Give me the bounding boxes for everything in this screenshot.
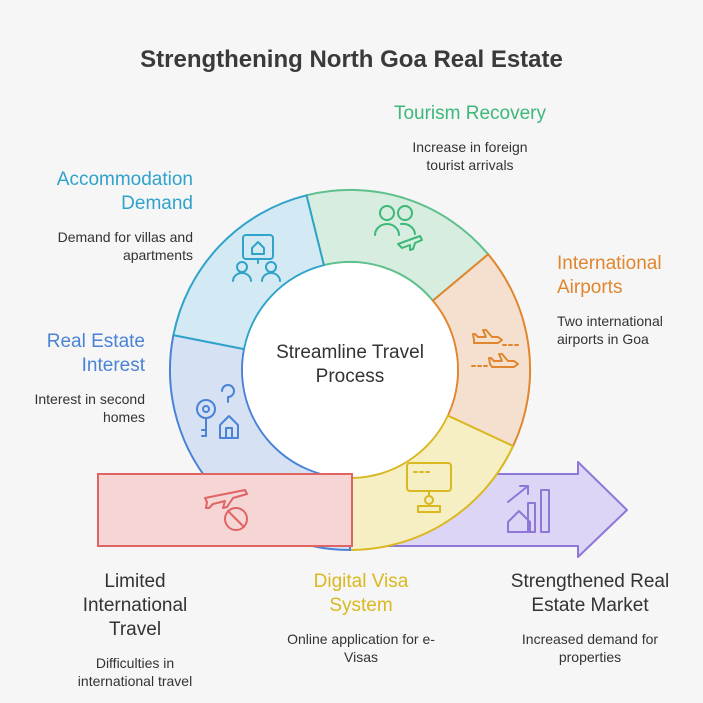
- market-label-line1: Strengthened Real: [510, 571, 670, 592]
- segment-accommodation: [172, 194, 326, 351]
- market-label: Strengthened Real Estate Market: [480, 570, 700, 618]
- visa-desc-line1: Online application for e-: [287, 631, 435, 647]
- airports-desc-line1: Two international: [557, 313, 663, 329]
- planes-icon: [471, 329, 520, 368]
- house-users-icon: [232, 234, 281, 282]
- tourism-label: Tourism Recovery: [393, 103, 547, 124]
- center-circle: [243, 263, 457, 477]
- page-title: Strengthening North Goa Real Estate: [140, 46, 563, 73]
- users-plane-icon: [374, 205, 423, 251]
- key-house-icon: [196, 384, 239, 439]
- market-desc-line1: Increased demand for: [521, 631, 659, 647]
- limited-desc-line1: Difficulties in: [95, 655, 175, 671]
- tourism-desc-line1: Increase in foreign: [412, 139, 528, 155]
- visa-desc: Online application for e- Visas: [261, 630, 461, 666]
- limited-label: Limited International Travel: [40, 570, 230, 642]
- visa-label-line1: Digital Visa: [313, 571, 409, 592]
- realestate-desc-line1: Interest in second: [34, 391, 145, 407]
- limited-travel-block: [97, 473, 353, 547]
- realestate-label-line2: Interest: [81, 355, 145, 376]
- limited-label-line2: International: [82, 595, 188, 616]
- accommodation-desc-line1: Demand for villas and: [57, 229, 193, 245]
- center-label: Streamline Travel Process: [250, 341, 450, 389]
- accommodation-label: Accommodation Demand: [0, 168, 193, 216]
- tourism-desc-line2: tourist arrivals: [426, 157, 514, 173]
- visa-label: Digital Visa System: [261, 570, 461, 618]
- market-desc: Increased demand for properties: [480, 630, 700, 666]
- visa-screen-icon: [406, 462, 452, 513]
- center-label-line1: Streamline Travel: [276, 342, 424, 363]
- accommodation-desc: Demand for villas and apartments: [0, 228, 193, 264]
- realestate-desc-line2: homes: [102, 409, 145, 425]
- airports-desc-line2: airports in Goa: [557, 331, 649, 347]
- limited-label-line3: Travel: [108, 619, 162, 640]
- market-label-line2: Estate Market: [531, 595, 649, 616]
- airports-label-line1: International: [557, 253, 662, 274]
- airports-label-line2: Airports: [557, 277, 623, 298]
- limited-label-line1: Limited: [104, 571, 166, 592]
- no-flight-icon: [204, 489, 248, 531]
- accommodation-desc-line2: apartments: [122, 247, 193, 263]
- realestate-label-line1: Real Estate: [46, 331, 145, 352]
- accommodation-label-line1: Accommodation: [56, 169, 193, 190]
- market-desc-line2: properties: [558, 649, 622, 665]
- limited-desc: Difficulties in international travel: [40, 654, 230, 690]
- realestate-label: Real Estate Interest: [0, 330, 145, 378]
- visa-desc-line2: Visas: [344, 649, 378, 665]
- airports-desc: Two international airports in Goa: [557, 312, 703, 348]
- growth-chart-icon: [507, 485, 550, 533]
- accommodation-label-line2: Demand: [121, 193, 193, 214]
- limited-desc-line2: international travel: [77, 673, 193, 689]
- segment-tourism: [305, 188, 490, 303]
- realestate-desc: Interest in second homes: [0, 390, 145, 426]
- airports-label: International Airports: [557, 252, 703, 300]
- visa-label-line2: System: [329, 595, 393, 616]
- tourism-desc: Increase in foreign tourist arrivals: [370, 138, 570, 174]
- center-label-line2: Process: [315, 366, 385, 387]
